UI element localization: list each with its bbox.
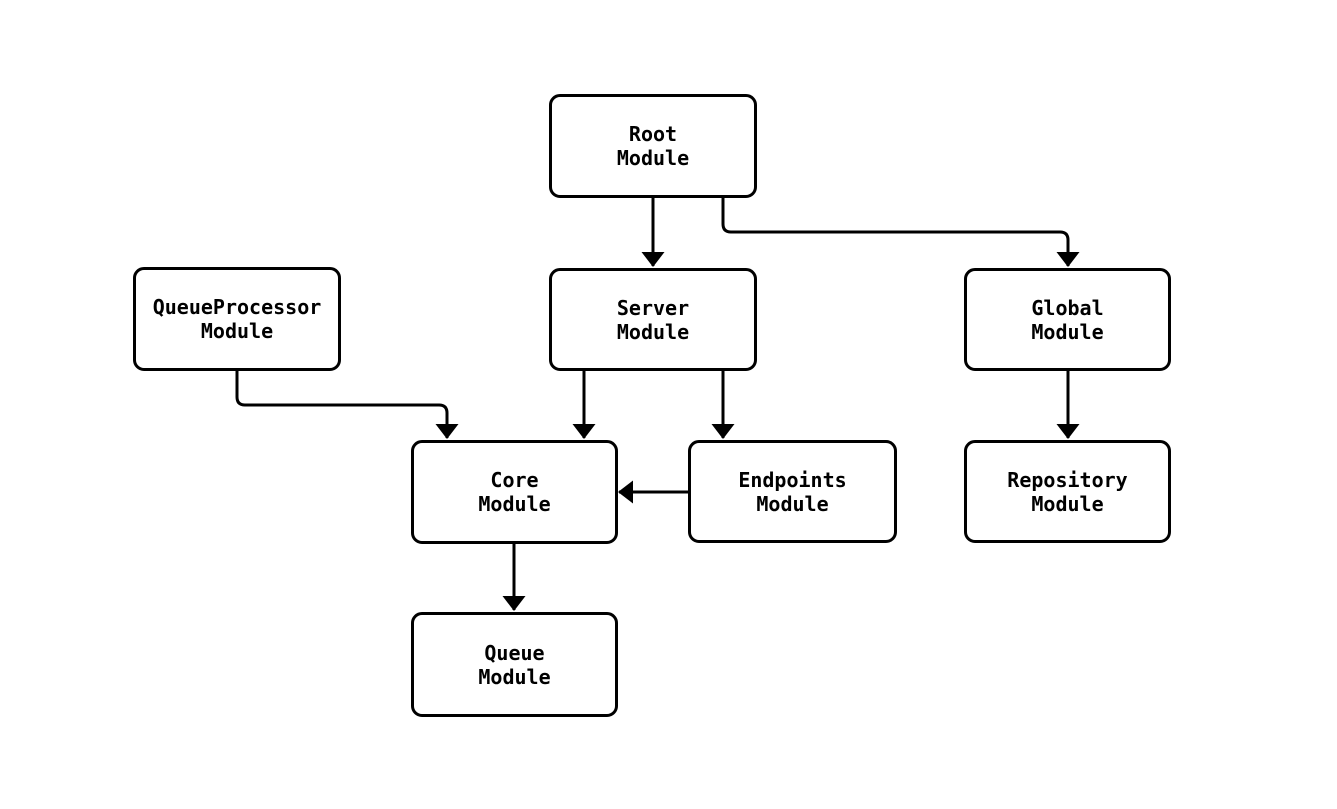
node-label: Endpoints Module: [738, 467, 847, 516]
node-label: Core Module: [478, 468, 551, 516]
edge-root-to-global: [721, 198, 1080, 267]
node-root-module: Root Module: [549, 94, 757, 198]
node-label: Server Module: [616, 295, 690, 344]
node-core-module: Core Module: [411, 440, 618, 544]
node-label: Queue Module: [478, 640, 551, 689]
edge-queueprocessor-to-core: [235, 371, 459, 439]
node-global-module: Global Module: [964, 268, 1171, 371]
node-repository-module: Repository Module: [964, 440, 1171, 543]
node-queueprocessor-module: QueueProcessor Module: [133, 267, 341, 371]
node-label: Root Module: [616, 122, 690, 170]
node-label: Repository Module: [1007, 467, 1128, 516]
node-server-module: Server Module: [549, 268, 757, 371]
node-label: Global Module: [1031, 295, 1104, 344]
node-label: QueueProcessor Module: [152, 295, 322, 343]
node-queue-module: Queue Module: [411, 612, 618, 717]
node-endpoints-module: Endpoints Module: [688, 440, 897, 543]
